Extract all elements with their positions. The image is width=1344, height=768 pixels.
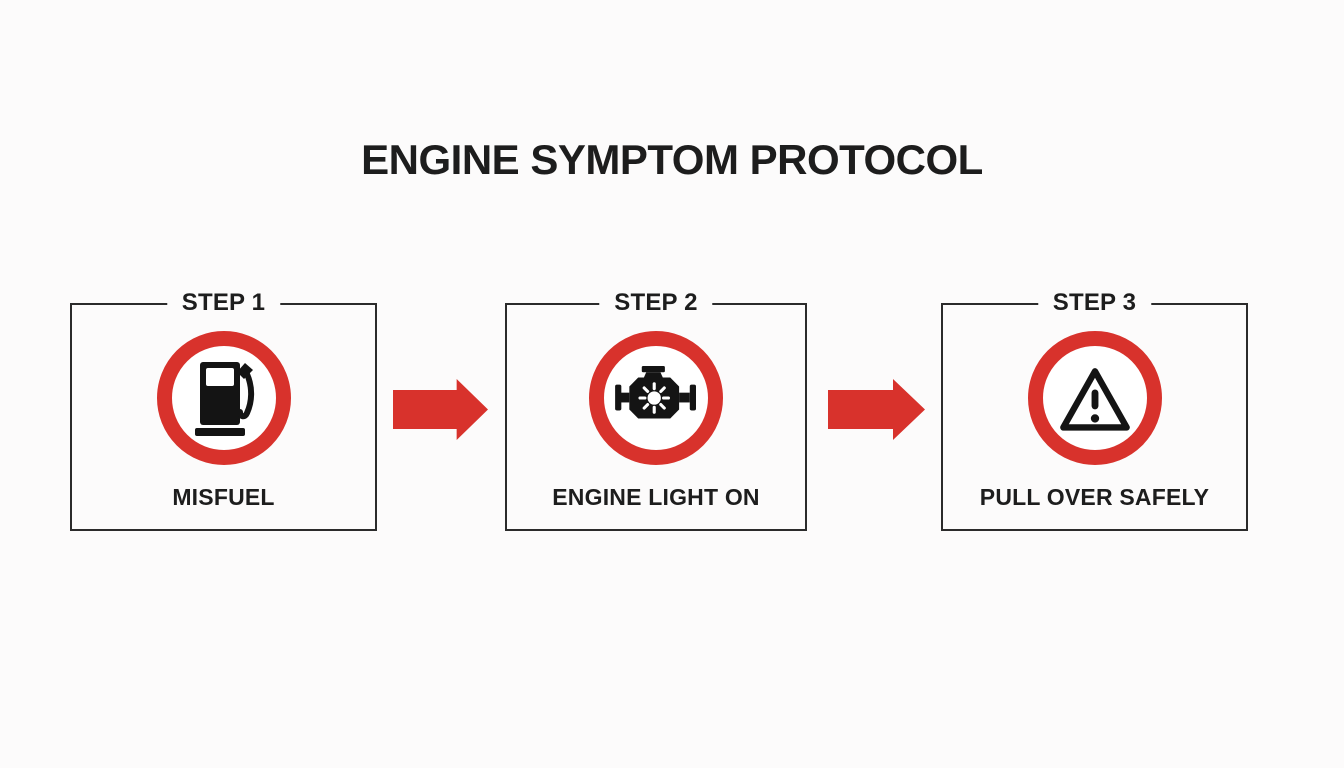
step-2-label: STEP 2 — [599, 289, 713, 317]
step-3-box: STEP 3 PULL OVER SAFELY — [941, 289, 1248, 531]
step-3-label: STEP 3 — [1037, 289, 1152, 317]
step-1-box: STEP 1 MISFUEL — [70, 289, 377, 531]
step-3-red-ring — [1027, 331, 1162, 465]
step-3-caption: PULL OVER SAFELY — [979, 484, 1210, 510]
page-title: ENGINE SYMPTOM PROTOCOL — [361, 136, 983, 183]
step-1-label: STEP 1 — [166, 289, 281, 317]
step-2-box: STEP 2 — [505, 289, 807, 531]
step-1-red-ring — [156, 331, 291, 465]
arrow-right-icon — [828, 379, 925, 440]
fuel-pump-icon — [194, 362, 254, 436]
engine-check-icon — [615, 366, 696, 419]
warning-triangle-icon — [1059, 367, 1130, 431]
arrow-right-icon — [393, 379, 488, 440]
step-1-caption: MISFUEL — [172, 484, 275, 510]
step-2-caption: ENGINE LIGHT ON — [552, 484, 760, 510]
step-2-red-ring — [589, 331, 723, 465]
